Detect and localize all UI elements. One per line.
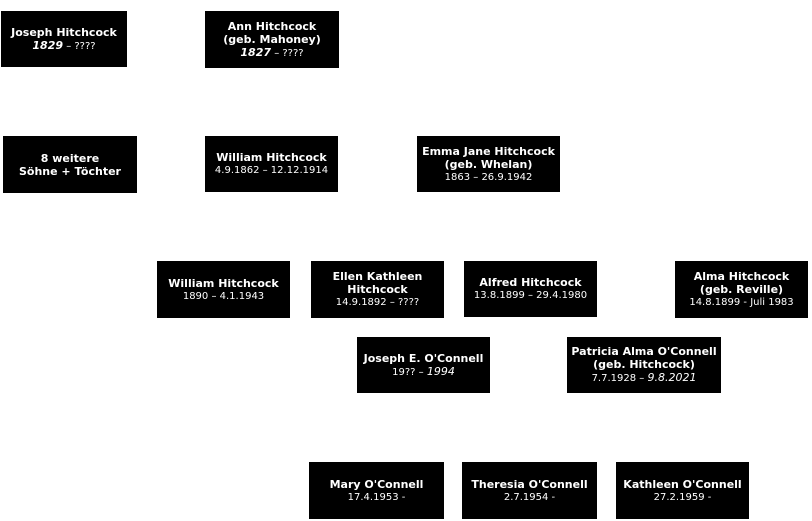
birth-year: 1829: [32, 38, 64, 52]
person-maiden-name: (geb. Hitchcock): [593, 358, 695, 371]
person-alfred-hitchcock: Alfred Hitchcock 13.8.1899 – 29.4.1980: [464, 261, 597, 317]
dates-rest: – ????: [271, 47, 304, 59]
dates-start: 19?? –: [392, 366, 427, 378]
person-dates: 7.7.1928 – 9.8.2021: [592, 371, 697, 385]
person-maiden-name: (geb. Reville): [699, 283, 784, 296]
siblings-line1: 8 weitere: [40, 151, 100, 165]
person-joseph-e-oconnell: Joseph E. O'Connell 19?? – 1994: [357, 337, 490, 393]
person-name: Patricia Alma O'Connell: [571, 345, 717, 358]
person-name: William Hitchcock: [168, 276, 279, 290]
person-dates: 19?? – 1994: [392, 365, 455, 379]
person-ellen-kathleen-hitchcock: Ellen Kathleen Hitchcock 14.9.1892 – ???…: [311, 261, 444, 318]
birth-year: 1827: [240, 45, 272, 59]
person-dates: 4.9.1862 – 12.12.1914: [214, 165, 329, 176]
person-dates: 1863 – 26.9.1942: [444, 171, 533, 183]
person-patricia-alma-oconnell: Patricia Alma O'Connell (geb. Hitchcock)…: [567, 337, 721, 393]
person-name: Emma Jane Hitchcock: [422, 144, 555, 158]
person-name: Mary O'Connell: [329, 477, 424, 491]
death-date: 9.8.2021: [647, 371, 697, 384]
person-ann-hitchcock: Ann Hitchcock (geb. Mahoney) 1827 – ????: [205, 11, 339, 68]
person-maiden-name: (geb. Whelan): [444, 157, 533, 171]
person-dates: 14.8.1899 - Juli 1983: [689, 297, 794, 308]
person-joseph-hitchcock: Joseph Hitchcock 1829 – ????: [1, 11, 127, 67]
dates-start: 7.7.1928 –: [591, 373, 648, 384]
person-maiden-name: (geb. Mahoney): [223, 32, 321, 46]
dates-rest: – ????: [63, 40, 96, 52]
person-dates: 2.7.1954 -: [503, 491, 556, 503]
death-date: 1994: [426, 364, 455, 378]
person-surname: Hitchcock: [347, 283, 408, 296]
person-dates: 27.2.1959 -: [653, 491, 712, 503]
person-name: Ann Hitchcock: [227, 19, 317, 33]
person-emma-jane-hitchcock: Emma Jane Hitchcock (geb. Whelan) 1863 –…: [417, 136, 560, 192]
person-name: Kathleen O'Connell: [623, 477, 742, 491]
person-dates: 1890 – 4.1.1943: [182, 290, 265, 302]
siblings-box: 8 weitere Söhne + Töchter: [3, 136, 137, 193]
person-william-hitchcock-sr: William Hitchcock 4.9.1862 – 12.12.1914: [205, 136, 338, 192]
person-dates: 1829 – ????: [32, 39, 95, 53]
person-kathleen-oconnell: Kathleen O'Connell 27.2.1959 -: [616, 462, 749, 519]
person-name: Joseph E. O'Connell: [363, 351, 484, 365]
person-dates: 14.9.1892 – ????: [335, 297, 420, 308]
person-name: William Hitchcock: [216, 151, 327, 164]
person-name: Alma Hitchcock: [693, 270, 790, 283]
siblings-line2: Söhne + Töchter: [18, 164, 121, 178]
person-name: Joseph Hitchcock: [11, 25, 117, 39]
person-dates: 1827 – ????: [240, 46, 303, 60]
person-mary-oconnell: Mary O'Connell 17.4.1953 -: [309, 462, 444, 519]
person-alma-hitchcock: Alma Hitchcock (geb. Reville) 14.8.1899 …: [675, 261, 808, 318]
person-name: Alfred Hitchcock: [479, 276, 582, 289]
person-dates: 17.4.1953 -: [347, 491, 406, 503]
person-name: Ellen Kathleen: [332, 270, 423, 283]
person-name: Theresia O'Connell: [471, 477, 588, 491]
person-william-hitchcock-jr: William Hitchcock 1890 – 4.1.1943: [157, 261, 290, 318]
person-dates: 13.8.1899 – 29.4.1980: [473, 290, 588, 301]
person-theresia-oconnell: Theresia O'Connell 2.7.1954 -: [462, 462, 597, 519]
